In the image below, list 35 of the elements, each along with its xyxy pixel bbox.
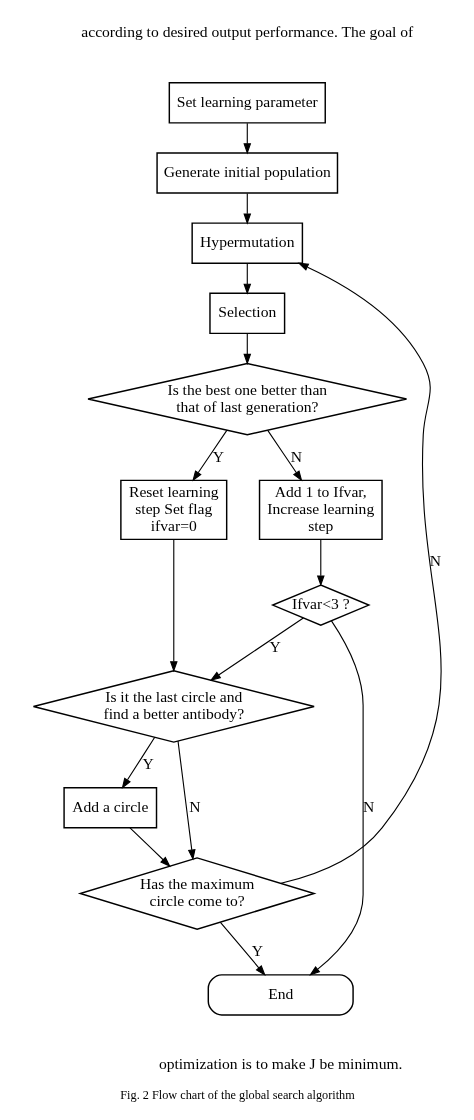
arrow <box>121 736 155 789</box>
edge-label: Y <box>268 638 281 656</box>
edge-label: N <box>188 797 201 815</box>
label: according to desired output performance. The goal of <box>80 22 413 40</box>
arrow <box>242 263 251 295</box>
arrow <box>209 617 304 682</box>
arrow <box>266 429 302 482</box>
edge-label: N <box>290 447 302 465</box>
arrow <box>280 262 442 884</box>
edge-label: Y <box>212 447 224 465</box>
node-diamond: Is the best one better than that of last generation? <box>86 362 407 436</box>
arrow <box>128 827 171 868</box>
node-box: Set learning parameter <box>168 82 326 124</box>
edge-label: Y <box>251 942 263 960</box>
node-box: End <box>207 974 354 1016</box>
node-box: Hypermutation <box>190 222 303 264</box>
arrow <box>176 740 196 861</box>
arrow <box>316 538 325 587</box>
arrow <box>169 539 178 673</box>
arrow <box>219 921 266 977</box>
node-box: Selection <box>208 292 285 335</box>
arrow <box>242 122 251 155</box>
arrow <box>191 429 227 482</box>
caption: Fig. 2 Flow chart of the global search algorithm <box>119 1088 355 1103</box>
node-box: Add 1 to Ifvar, Increase learning step <box>258 479 383 541</box>
node-box: Add a circle <box>62 787 157 829</box>
arrow <box>242 192 251 225</box>
arrow <box>308 620 364 976</box>
edge-label: Y <box>142 755 154 773</box>
edge-label: N <box>429 552 441 570</box>
node-diamond: Ifvar<3 ? <box>270 584 371 626</box>
label: optimization is to make J be minimum. <box>158 1055 402 1073</box>
node-box: Generate initial population <box>155 152 338 194</box>
node-box: Reset learning step Set flag ifvar=0 <box>119 479 227 541</box>
arrow <box>242 332 251 365</box>
